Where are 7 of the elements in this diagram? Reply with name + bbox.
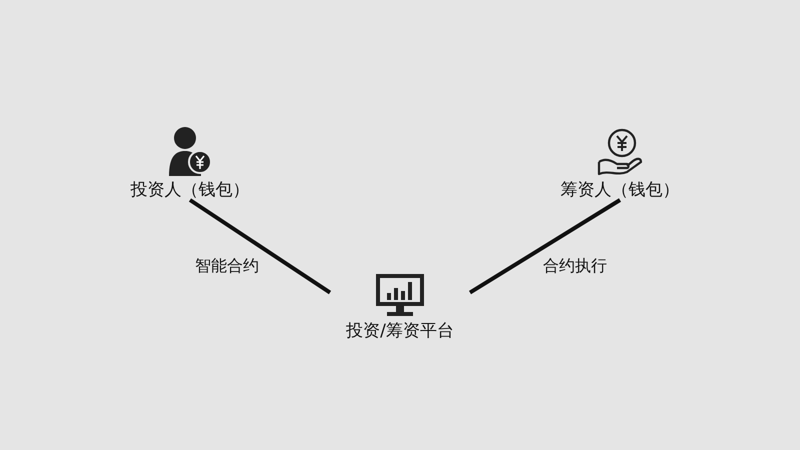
node-label: 投资/筹资平台: [346, 320, 454, 341]
edge-label: 合约执行: [543, 256, 607, 278]
connector-line: [188, 198, 332, 294]
connector-line: [468, 198, 622, 294]
node-label: 筹资人（钱包）: [560, 180, 680, 200]
node-label: 投资人（钱包）: [130, 180, 250, 200]
edge-label: 智能合约: [195, 256, 259, 278]
